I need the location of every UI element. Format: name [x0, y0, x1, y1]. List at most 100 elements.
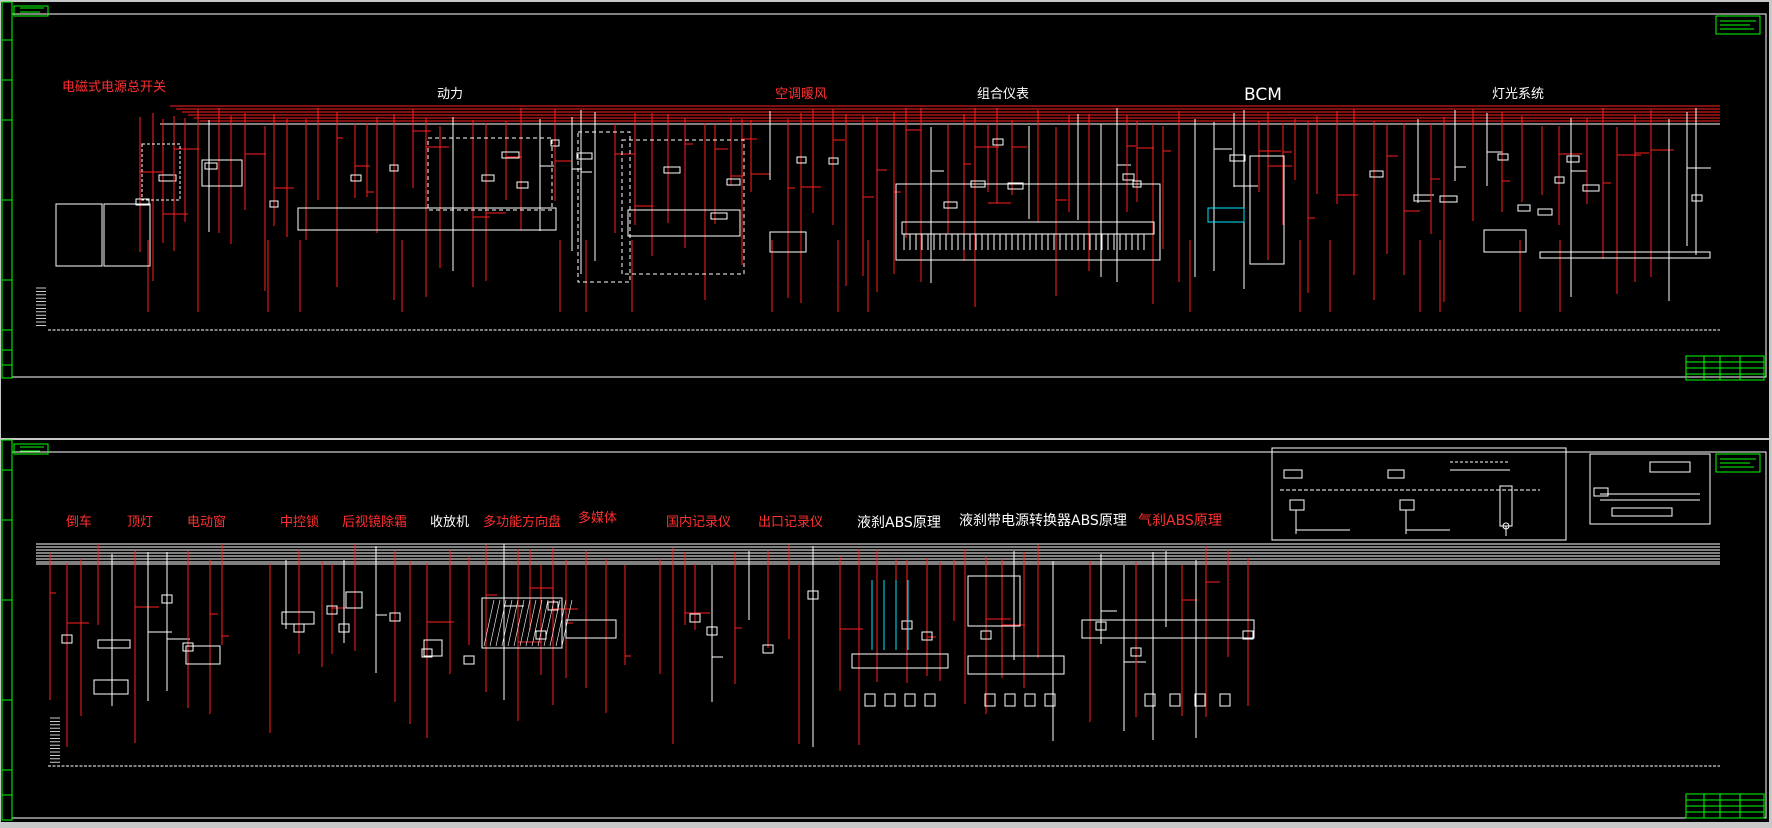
wheel-sensor: [1004, 693, 1016, 707]
hatch-line: [561, 599, 573, 647]
connector: [61, 634, 73, 644]
sheet1-title-block: [1685, 355, 1765, 381]
connector: [706, 626, 718, 636]
connector: [1691, 194, 1703, 202]
sheet2-panel: [1, 440, 1769, 822]
connector: [550, 139, 560, 147]
connector: [481, 174, 495, 182]
lighting-relay-box: [1483, 229, 1527, 253]
title-hyd-abs-conv: 液刹带电源转换器ABS原理: [959, 512, 1127, 529]
bcm-display: [1207, 207, 1245, 223]
connector: [710, 212, 728, 220]
hatch-line: [483, 599, 495, 647]
hatch-line: [489, 599, 501, 647]
wheel-sensor: [1219, 693, 1231, 707]
wheel-sensor: [864, 693, 876, 707]
wheel-sensor: [1194, 693, 1206, 707]
title-em-power-switch: 电磁式电源总开关: [62, 80, 166, 95]
sheet1-left-strip: [1, 1, 13, 379]
connector: [204, 162, 218, 170]
connector: [726, 178, 741, 186]
connector: [1229, 154, 1246, 162]
connector: [663, 166, 681, 174]
ac-frame-left: [577, 131, 631, 283]
ac-frame: [621, 139, 745, 275]
title-mf-wheel: 多功能方向盘: [483, 514, 561, 530]
wheel-sensor: [924, 693, 936, 707]
radio-unit: [423, 639, 443, 657]
connector: [901, 620, 913, 630]
connector: [1554, 176, 1565, 184]
connector: [161, 594, 173, 604]
multimedia-unit: [565, 619, 617, 639]
title-dom-recorder: 国内记录仪: [666, 514, 731, 530]
hatch-line: [519, 599, 531, 647]
sheet-gap: [1, 380, 1769, 438]
em-switch-module-2: [103, 203, 151, 267]
connector: [1130, 647, 1142, 657]
title-mirror-defrost: 后视镜除霜: [342, 515, 407, 530]
connector: [1007, 182, 1024, 190]
title-bcm: BCM: [1244, 85, 1282, 105]
sheet1-panel: [1, 2, 1769, 380]
connector: [389, 164, 399, 172]
sheet1-wire-drops: [135, 108, 1711, 312]
mf-wheel-unit: [481, 597, 563, 649]
connector: [1497, 153, 1509, 161]
can-network-box: [1589, 453, 1711, 525]
connector: [576, 152, 593, 160]
sheet2-titles: 倒车 顶灯 电动窗 中控锁 后视镜除霜 收放机 多功能方向盘 多媒体 国内记录仪…: [66, 510, 1222, 531]
connector: [1369, 170, 1384, 178]
hatch-line: [531, 599, 543, 647]
em-switch-relay-box: [141, 143, 181, 201]
hatch-line: [537, 599, 549, 647]
title-lighting: 灯光系统: [1492, 87, 1544, 102]
lighting-terminal-strip: [1539, 251, 1711, 259]
wheel-sensor: [1144, 693, 1156, 707]
lock-controller: [281, 611, 315, 625]
connector: [689, 613, 701, 623]
bcm-unit: [1249, 155, 1285, 265]
instrument-cluster: [895, 183, 1161, 261]
connector: [501, 151, 520, 159]
window-switch: [185, 645, 221, 665]
connector: [1242, 630, 1254, 640]
title-air-abs: 气刹ABS原理: [1138, 513, 1222, 529]
can-diagram-box: [1271, 447, 1567, 541]
cluster-connector-a: [901, 221, 1155, 235]
sheet2-title-block: [1685, 793, 1765, 819]
title-hyd-abs: 液刹ABS原理: [857, 515, 941, 531]
connector: [421, 648, 433, 658]
connector: [828, 157, 839, 165]
connector: [1439, 195, 1458, 203]
hatch-line: [555, 599, 567, 647]
reverse-radar: [97, 639, 131, 649]
connector: [762, 644, 774, 654]
connector: [1095, 621, 1107, 631]
wheel-sensor: [1024, 693, 1036, 707]
defrost-relay: [345, 591, 363, 609]
sheet1-corner-tag: [13, 5, 49, 17]
wheel-sensor: [984, 693, 996, 707]
sheet1-power-bus: [160, 105, 1720, 125]
connector: [350, 174, 362, 182]
sheet2-left-legend: [50, 717, 60, 763]
title-roof-light: 顶灯: [127, 515, 153, 530]
connector: [1566, 155, 1580, 163]
connector: [1122, 173, 1135, 181]
fuse-box: [201, 159, 243, 187]
connector: [326, 605, 338, 615]
wheel-sensor: [1169, 693, 1181, 707]
connector: [547, 601, 559, 611]
hatch-line: [549, 599, 561, 647]
em-switch-module: [55, 203, 103, 267]
connector: [389, 612, 401, 622]
sheet2-left-strip: [1, 439, 13, 821]
connector: [980, 630, 992, 640]
connector: [158, 174, 177, 182]
hyd-abs-conv-ecu: [967, 655, 1065, 675]
title-cluster: 组合仪表: [977, 87, 1029, 102]
power-ecu: [297, 207, 557, 231]
connector: [463, 655, 475, 665]
